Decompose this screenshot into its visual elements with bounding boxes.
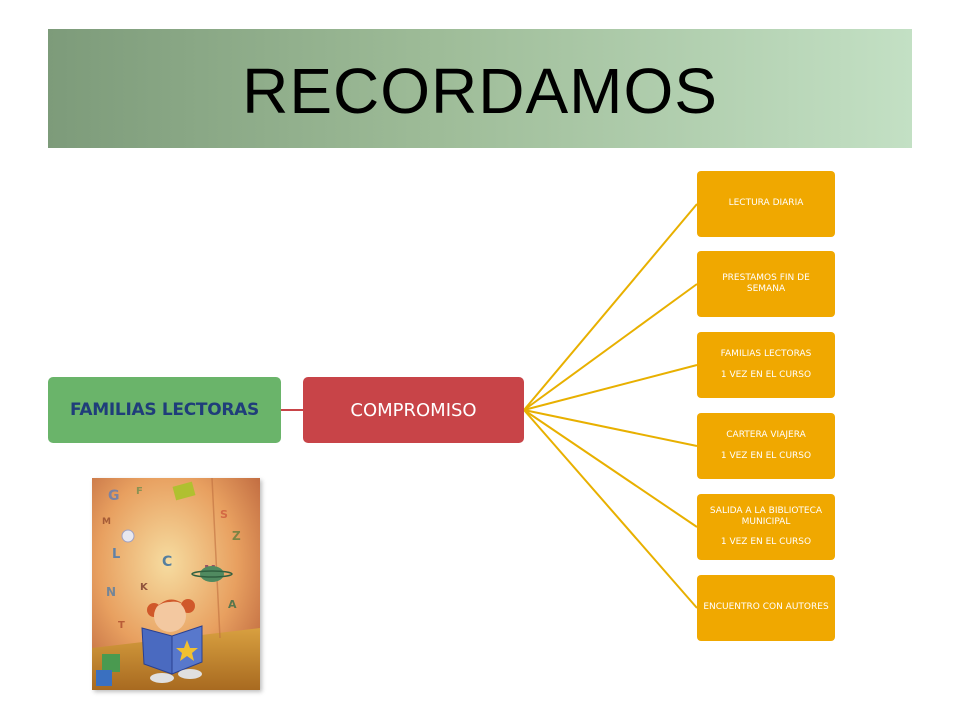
svg-text:L: L [112,547,120,562]
connector-leaf-1 [523,203,698,411]
svg-text:Z: Z [232,529,241,543]
title-bar: RECORDAMOS [48,29,912,148]
leaf-node-salida-biblioteca: SALIDA A LA BIBLIOTECA MUNICIPAL 1 VEZ E… [697,494,835,560]
leaf-line2: 1 VEZ EN EL CURSO [720,369,812,380]
svg-text:M: M [102,517,111,527]
leaf-line2: 1 VEZ EN EL CURSO [720,537,812,548]
leaf-line2: 1 VEZ EN EL CURSO [720,450,812,461]
svg-text:G: G [108,488,120,504]
svg-text:K: K [140,582,149,593]
svg-text:S: S [220,508,228,521]
root-node-label: FAMILIAS LECTORAS [70,400,259,420]
leaf-line1: LECTURA DIARIA [728,198,804,209]
leaf-line1: PRESTAMOS FIN DE SEMANA [722,272,810,294]
slide-title: RECORDAMOS [242,54,718,127]
connector-leaf-4 [523,409,698,447]
connector-leaf-2 [523,283,698,411]
leaf-node-cartera-viajera: CARTERA VIAJERA 1 VEZ EN EL CURSO [697,413,835,479]
root-node-familias-lectoras: FAMILIAS LECTORAS [48,377,281,443]
svg-text:C: C [162,554,172,570]
leaf-line1: SALIDA A LA BIBLIOTECA MUNICIPAL [709,505,823,527]
svg-text:A: A [228,598,237,611]
leaf-node-encuentro-autores: ENCUENTRO CON AUTORES [697,575,835,641]
leaf-line1: FAMILIAS LECTORAS [720,349,812,360]
reading-girl [141,599,203,683]
child-reading-book-illustration: G F M S Z L C M N K A C T [92,478,260,690]
connector-leaf-6 [523,409,698,609]
svg-text:F: F [136,486,143,497]
svg-text:N: N [106,585,116,599]
connector-leaf-3 [523,364,698,411]
svg-text:T: T [118,620,125,631]
leaf-node-familias-lectoras: FAMILIAS LECTORAS 1 VEZ EN EL CURSO [697,332,835,398]
leaf-line1: ENCUENTRO CON AUTORES [703,602,829,613]
leaf-line1: CARTERA VIAJERA [726,430,806,441]
leaf-node-prestamos: PRESTAMOS FIN DE SEMANA [697,251,835,317]
middle-node-compromiso: COMPROMISO [303,377,524,443]
connector-leaf-5 [523,409,698,528]
middle-node-label: COMPROMISO [350,399,477,421]
leaf-node-lectura-diaria: LECTURA DIARIA [697,171,835,237]
